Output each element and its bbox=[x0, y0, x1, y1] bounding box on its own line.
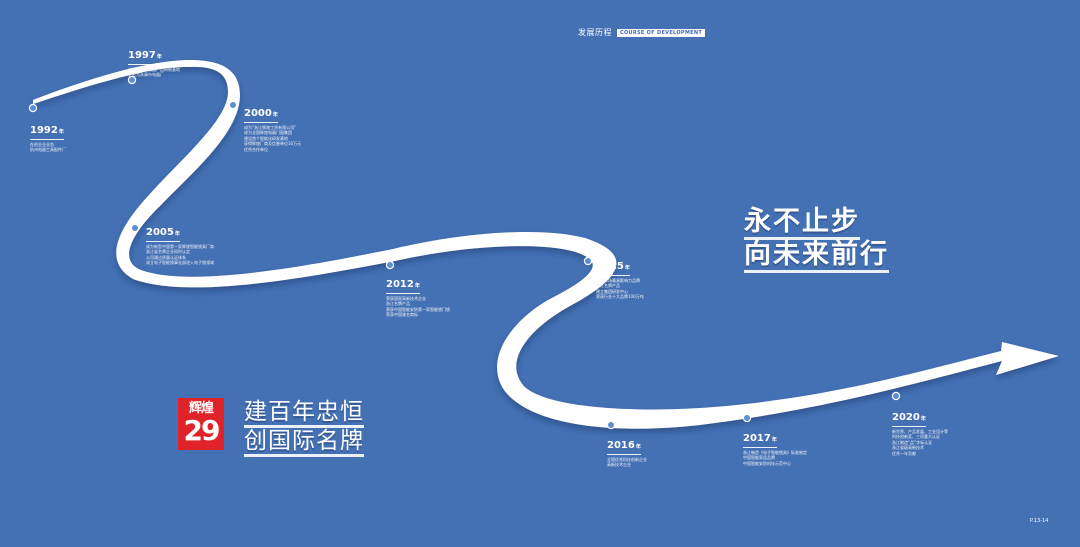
milestone-year: 2017年 bbox=[743, 433, 777, 448]
slogan-right: 永不止步 向未来前行 bbox=[744, 205, 889, 273]
milestone-year: 1997年 bbox=[128, 50, 162, 65]
logo-text: 辉煌 bbox=[188, 401, 214, 416]
event-text: 创建第一家电器产品研制基地 bbox=[128, 67, 180, 72]
milestone-2015: 2015年 全国市场最具影响力品牌 浙江名牌产品 建立集团研发中心 荣获行业十大… bbox=[596, 254, 746, 300]
event-text: 浙江制造“品”字标认证 bbox=[892, 439, 933, 445]
milestone-events: 全国优秀科技创新企业 高新技术企业 bbox=[607, 457, 757, 468]
dot-2000 bbox=[228, 100, 238, 110]
event-text: 浙江名牌产品 bbox=[596, 283, 620, 289]
milestone-events: 荣获国家高新技术企业 浙江名牌产品 荣获中国智能安防第一家智能锁门锁 荣获中国驰… bbox=[386, 296, 536, 318]
dot-2017 bbox=[742, 413, 752, 423]
slogan-right-line-2: 向未来前行 bbox=[744, 238, 889, 273]
milestone-events: 成为“浙江辉煌工贸有限公司” 成为全国辉煌电器门窗集团 建设首个智能化研发基地 … bbox=[244, 125, 394, 152]
milestone-events: 在创业业业务 杭州电器工具配件厂 bbox=[30, 142, 180, 153]
event-text: 荣获中国智能安防第一家智能锁门锁 bbox=[386, 306, 450, 312]
logo-number: 29 bbox=[183, 414, 221, 447]
milestone-year: 2016年 bbox=[607, 440, 641, 455]
milestone-year: 2020年 bbox=[892, 412, 926, 427]
milestone-year: 2005年 bbox=[146, 227, 180, 242]
road-ribbon bbox=[33, 60, 1059, 429]
slogan-left: 建百年忠恒 创国际名牌 bbox=[244, 398, 364, 457]
brand-logo: 辉煌 29 bbox=[178, 398, 224, 450]
milestone-events: 全国市场最具影响力品牌 浙江名牌产品 建立集团研发中心 荣获行业十大品牌100万… bbox=[596, 278, 746, 300]
event-text: 成为新型中国第一家辉煌智能锁具厂商 bbox=[146, 244, 214, 249]
event-text: 成立电子智能锁事业部进入电子锁领域 bbox=[146, 260, 214, 266]
milestone-events: 新世界、产品发展、工业设计等 科技创新奖、三项重大认证 浙江制造“品”字标认证 … bbox=[892, 429, 1042, 456]
event-text: 浙江省级高新技术 bbox=[892, 445, 924, 451]
event-text: 优秀一年贡献 bbox=[892, 450, 916, 456]
event-text: 中国智能安防科技示范中心 bbox=[743, 460, 791, 466]
event-text: 获得辉煌厂商及信誉单位10万元 bbox=[244, 141, 302, 147]
event-text: 在创业业业务 bbox=[30, 142, 54, 147]
milestone-events: 创建第一家电器产品研制基地 更名为永康市电器厂 bbox=[128, 67, 278, 78]
milestone-events: 浙江制造《电子智能锁具》标准制定 中国智能家居品牌 中国智能安防科技示范中心 bbox=[743, 450, 893, 466]
milestone-events: 成为新型中国第一家辉煌智能锁具厂商 浙江省名牌企业同时认定 公司通过质量认证体系… bbox=[146, 244, 296, 266]
milestone-2005: 2005年 成为新型中国第一家辉煌智能锁具厂商 浙江省名牌企业同时认定 公司通过… bbox=[146, 220, 296, 266]
event-text: 浙江省名牌企业同时认定 bbox=[146, 249, 190, 255]
milestone-2016: 2016年 全国优秀科技创新企业 高新技术企业 bbox=[607, 433, 757, 468]
header-title-en: COURSE OF DEVELOPMENT bbox=[617, 28, 706, 37]
event-text: 杭州电器工具配件厂 bbox=[30, 147, 66, 153]
slogan-right-line-1: 永不止步 bbox=[744, 205, 889, 240]
event-text: 建立集团研发中心 bbox=[596, 288, 628, 294]
milestone-dots bbox=[28, 75, 901, 430]
dot-2012 bbox=[385, 260, 395, 270]
dot-2020 bbox=[891, 391, 901, 401]
milestone-2012: 2012年 荣获国家高新技术企业 浙江名牌产品 荣获中国智能安防第一家智能锁门锁… bbox=[386, 272, 536, 318]
event-text: 建设首个智能化研发基地 bbox=[244, 135, 288, 141]
milestone-year: 2000年 bbox=[244, 108, 278, 123]
event-text: 成为“浙江辉煌工贸有限公司” bbox=[244, 125, 297, 130]
event-text: 优秀合作单位 bbox=[244, 146, 268, 152]
header-title-cn: 发展历程 bbox=[578, 28, 612, 37]
event-text: 浙江制造《电子智能锁具》标准制定 bbox=[743, 450, 807, 455]
dot-1992 bbox=[28, 103, 38, 113]
slogan-left-line-1: 建百年忠恒 bbox=[244, 398, 364, 428]
page-header: 发展历程 COURSE OF DEVELOPMENT bbox=[578, 27, 706, 38]
event-text: 科技创新奖、三项重大认证 bbox=[892, 434, 940, 440]
dot-2015 bbox=[583, 256, 593, 266]
milestone-1997: 1997年 创建第一家电器产品研制基地 更名为永康市电器厂 bbox=[128, 43, 278, 78]
event-text: 高新技术企业 bbox=[607, 462, 631, 468]
milestone-2017: 2017年 浙江制造《电子智能锁具》标准制定 中国智能家居品牌 中国智能安防科技… bbox=[743, 426, 893, 466]
milestone-2000: 2000年 成为“浙江辉煌工贸有限公司” 成为全国辉煌电器门窗集团 建设首个智能… bbox=[244, 101, 394, 152]
event-text: 浙江名牌产品 bbox=[386, 301, 410, 307]
event-text: 更名为永康市电器厂 bbox=[128, 72, 164, 78]
dot-2005 bbox=[130, 223, 140, 233]
event-text: 成为全国辉煌电器门窗集团 bbox=[244, 130, 292, 136]
event-text: 荣获国家高新技术企业 bbox=[386, 296, 426, 301]
milestone-1992: 1992年 在创业业业务 杭州电器工具配件厂 bbox=[30, 118, 180, 153]
slogan-left-line-2: 创国际名牌 bbox=[244, 427, 364, 457]
event-text: 中国智能家居品牌 bbox=[743, 455, 775, 461]
page-number: P.13-14 bbox=[1030, 518, 1049, 524]
event-text: 全国优秀科技创新企业 bbox=[607, 457, 647, 462]
event-text: 荣获中国驰名商标 bbox=[386, 312, 418, 318]
milestone-year: 2015年 bbox=[596, 261, 630, 276]
milestone-2020: 2020年 新世界、产品发展、工业设计等 科技创新奖、三项重大认证 浙江制造“品… bbox=[892, 405, 1042, 456]
event-text: 荣获行业十大品牌100万吨 bbox=[596, 294, 644, 300]
dot-1997 bbox=[127, 75, 137, 85]
milestone-year: 1992年 bbox=[30, 125, 64, 140]
event-text: 新世界、产品发展、工业设计等 bbox=[892, 429, 948, 434]
milestone-year: 2012年 bbox=[386, 279, 420, 294]
dot-2016 bbox=[606, 420, 616, 430]
event-text: 公司通过质量认证体系 bbox=[146, 254, 186, 260]
event-text: 全国市场最具影响力品牌 bbox=[596, 278, 640, 283]
